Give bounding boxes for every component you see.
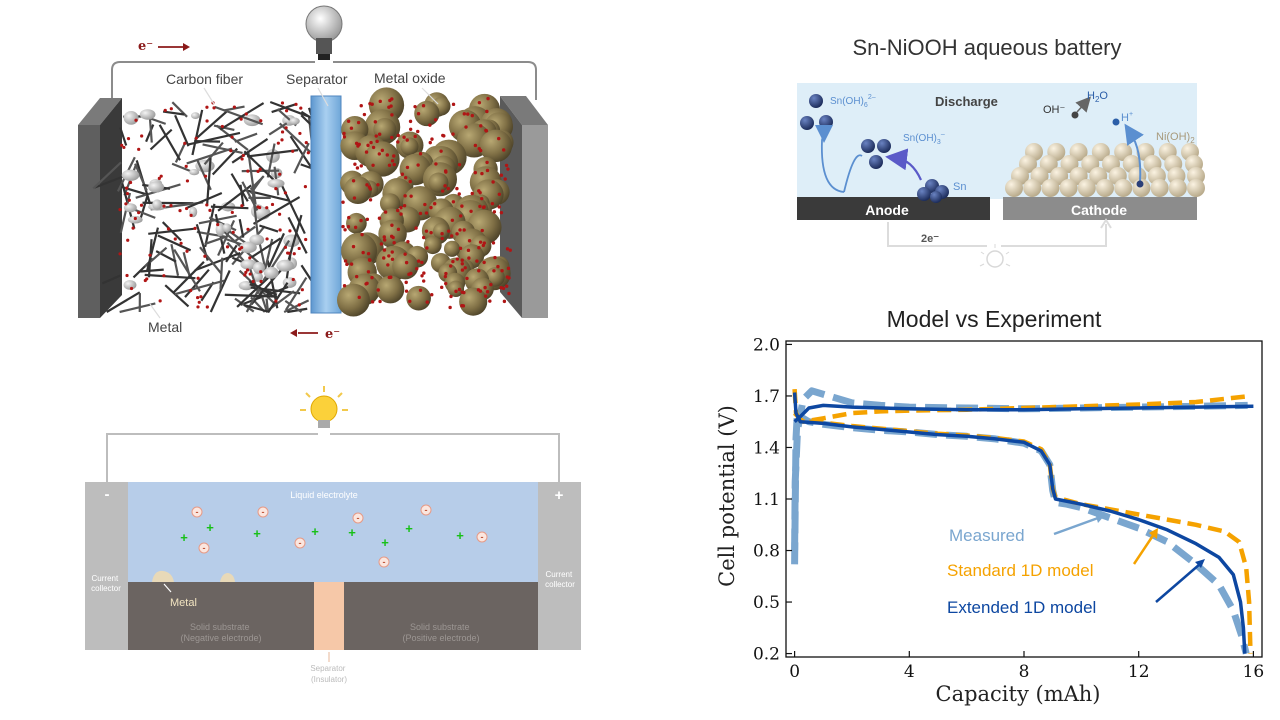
negative-ion: - <box>196 507 199 517</box>
y-tick-label: 2.0 <box>753 335 780 355</box>
positive-ion: + <box>381 535 389 550</box>
x-tick-label: 4 <box>904 662 915 682</box>
positive-ion: + <box>206 520 214 535</box>
positive-ion: + <box>253 526 261 541</box>
negative-ion: - <box>262 507 265 517</box>
svg-text:Solid substrate (Negative: Solid substrate (Negative electrode) <box>180 622 261 643</box>
panel-title: Sn-NiOOH aqueous battery <box>852 35 1121 60</box>
positive-ion: + <box>180 530 188 545</box>
chart-title: Model vs Experiment <box>887 306 1102 332</box>
nioh2-label: Ni(OH)2 <box>1156 131 1195 145</box>
pos-substrate-line1: Solid substrate <box>410 622 470 632</box>
positive-ion: + <box>348 525 356 540</box>
neg-substrate-line2: (Negative electrode) <box>180 633 261 643</box>
nioh-particles <box>1005 143 1205 197</box>
positive-ion: + <box>311 524 319 539</box>
y-tick-label: 1.1 <box>753 490 780 510</box>
h-plus-label: H+ <box>1121 111 1133 124</box>
positive-ion: + <box>456 528 464 543</box>
negative-ion: - <box>299 538 302 548</box>
lit-bulb-icon <box>300 386 348 428</box>
electron-label-bottom: e⁻ <box>325 327 340 342</box>
separator-label: Separator <box>286 71 348 87</box>
svg-text:Current collector: Current collector <box>545 570 575 589</box>
negative-ion: - <box>425 505 428 515</box>
y-tick-label: 0.2 <box>753 645 780 665</box>
y-tick-label: 0.8 <box>753 542 780 562</box>
metal-deposit-label: Metal <box>170 597 197 609</box>
collector-right-line2: collector <box>545 580 575 589</box>
svg-text:Separator (Insulator): Separator (Insulator) <box>310 664 347 684</box>
legend-standard: Standard 1D model <box>947 561 1093 580</box>
x-tick-label: 0 <box>789 662 800 682</box>
metal-oxide-label: Metal oxide <box>374 70 446 86</box>
negative-ion: - <box>203 543 206 553</box>
negative-ion: - <box>481 532 484 542</box>
h2o-label: H2O <box>1087 90 1108 104</box>
metal-label: Metal <box>148 319 182 335</box>
y-tick-label: 0.5 <box>753 593 780 613</box>
sn-niooh-panel: Sn-NiOOH aqueous battery Discharge Anode… <box>797 35 1205 268</box>
anode-label: Anode <box>865 202 909 218</box>
oh-label: OH⁻ <box>1043 104 1066 116</box>
carbon-fiber-region <box>92 100 314 314</box>
separator-slab <box>310 95 342 314</box>
collector-left-line2: collector <box>91 584 121 593</box>
light-bulb-icon <box>305 5 343 60</box>
series-line-extended-1d-model-1 <box>793 403 1254 424</box>
x-tick-label: 16 <box>1243 662 1265 682</box>
positive-ion: + <box>405 521 413 536</box>
carbon-fiber-label: Carbon fiber <box>166 71 243 87</box>
sn-oh3-label: Sn(OH)3– <box>903 131 945 146</box>
electrolyte-label: Liquid electrolyte <box>290 490 358 500</box>
discharge-label: Discharge <box>935 94 998 109</box>
battery-3d-diagram: e⁻ e⁻ Carbon fiber Separator Metal oxide… <box>78 5 548 342</box>
positive-sign: + <box>555 487 564 504</box>
sn-oh6-label: Sn(OH)62– <box>830 94 876 109</box>
x-tick-label: 12 <box>1128 662 1150 682</box>
model-vs-experiment-chart: Model vs Experiment Capacity (mAh) Cell … <box>715 306 1265 706</box>
collector-left-line1: Current <box>92 574 119 583</box>
pos-substrate-line2: (Positive electrode) <box>402 633 479 643</box>
ion-layer: ++++++++-------- <box>180 504 488 568</box>
y-tick-label: 1.7 <box>753 387 780 407</box>
two-electron-label: 2e⁻ <box>921 233 939 245</box>
negative-sign: - <box>105 486 110 503</box>
battery-2d-diagram: Liquid electrolyte - + Current collector… <box>85 386 581 684</box>
series-line-extended-1d-model-0 <box>792 392 1247 654</box>
sn-label: Sn <box>953 181 966 193</box>
y-tick-label: 1.4 <box>753 438 780 458</box>
legend-extended: Extended 1D model <box>947 598 1096 617</box>
neg-substrate-line1: Solid substrate <box>190 622 250 632</box>
negative-ion: - <box>357 513 360 523</box>
legend-measured: Measured <box>949 526 1025 545</box>
svg-text:Solid substrate (Positive: Solid substrate (Positive electrode) <box>402 622 479 643</box>
negative-ion: - <box>383 557 386 567</box>
electron-label-top: e⁻ <box>138 39 153 54</box>
metal-oxide-region <box>336 87 514 317</box>
separator-line1: Separator <box>310 664 345 673</box>
separator-line2: (Insulator) <box>311 675 347 684</box>
y-axis-label: Cell potential (V) <box>715 405 739 587</box>
x-axis-label: Capacity (mAh) <box>936 682 1101 706</box>
small-bulb-icon <box>979 244 1011 268</box>
collector-right-line1: Current <box>546 570 573 579</box>
svg-text:Current collector: Current collector <box>91 574 121 593</box>
cathode-label: Cathode <box>1071 202 1127 218</box>
x-tick-label: 8 <box>1019 662 1030 682</box>
